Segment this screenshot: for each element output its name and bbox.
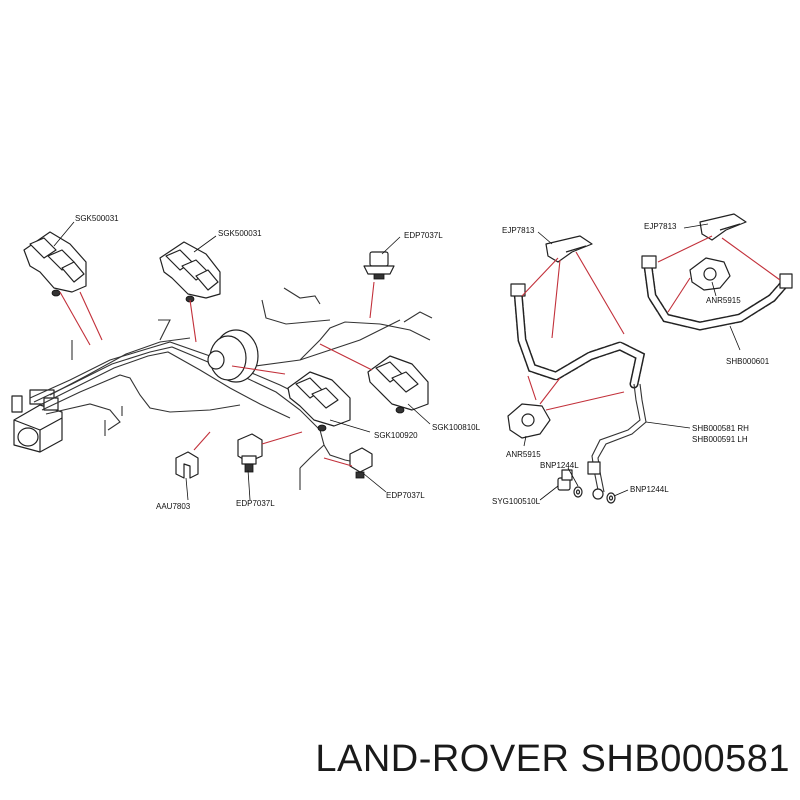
pipe-clip-sgk100810l <box>367 355 429 414</box>
flexible-hose-shb000601 <box>641 255 793 331</box>
label-anr5915-b: ANR5915 <box>506 450 541 459</box>
label-bnp1244l-b: BNP1244L <box>630 485 669 494</box>
label-ejp7813-b: EJP7813 <box>644 222 677 231</box>
part-number-title: LAND-ROVER SHB000581 <box>315 738 790 780</box>
bracket-aau7803 <box>175 451 199 479</box>
brake-servo-booster <box>71 329 259 436</box>
hose-bracket-anr5915-a <box>689 257 731 291</box>
banjo-bolt-syg100510l <box>557 469 573 491</box>
label-anr5915-a: ANR5915 <box>706 296 741 305</box>
hose-clip-ejp7813-a <box>545 235 593 263</box>
washer-bnp1244l-b <box>606 492 616 504</box>
label-ejp7813-a: EJP7813 <box>502 226 535 235</box>
label-aau7803: AAU7803 <box>156 502 191 511</box>
abs-modulator-unit <box>11 389 63 453</box>
label-leaders-right <box>523 223 741 501</box>
pipe-clip-sgk500031-a <box>23 231 87 297</box>
pipe-clip-sgk100920 <box>287 371 351 432</box>
label-bnp1244l-a: BNP1244L <box>540 461 579 470</box>
hose-bracket-anr5915-b <box>507 403 551 439</box>
pipe-clip-edp7037l-a <box>363 251 395 280</box>
label-syg100510l: SYG100510L <box>492 497 541 506</box>
label-edp7037l-a: EDP7037L <box>404 231 443 240</box>
leader-lines-right <box>521 235 781 411</box>
label-shb000591-lh: SHB000591 LH <box>692 435 748 444</box>
label-shb000601: SHB000601 <box>726 357 770 366</box>
label-sgk100810l: SGK100810L <box>432 423 481 432</box>
label-sgk500031-b: SGK500031 <box>218 229 262 238</box>
leader-lines-left <box>59 281 375 467</box>
washer-bnp1244l-a <box>573 486 583 498</box>
brake-pipe-bundle <box>29 287 433 490</box>
label-edp7037l-b: EDP7037L <box>236 499 275 508</box>
flexible-hose-shb000581 <box>510 283 647 500</box>
label-leaders-left <box>53 221 431 501</box>
label-sgk500031-a: SGK500031 <box>75 214 119 223</box>
pipe-clip-sgk500031-b <box>159 241 221 303</box>
pipe-clip-edp7037l-b <box>237 433 263 473</box>
label-sgk100920: SGK100920 <box>374 431 418 440</box>
pipe-clip-edp7037l-c <box>349 447 373 479</box>
label-edp7037l-c: EDP7037L <box>386 491 425 500</box>
hose-clip-ejp7813-b <box>699 213 747 241</box>
label-shb000581-rh: SHB000581 RH <box>692 424 749 433</box>
